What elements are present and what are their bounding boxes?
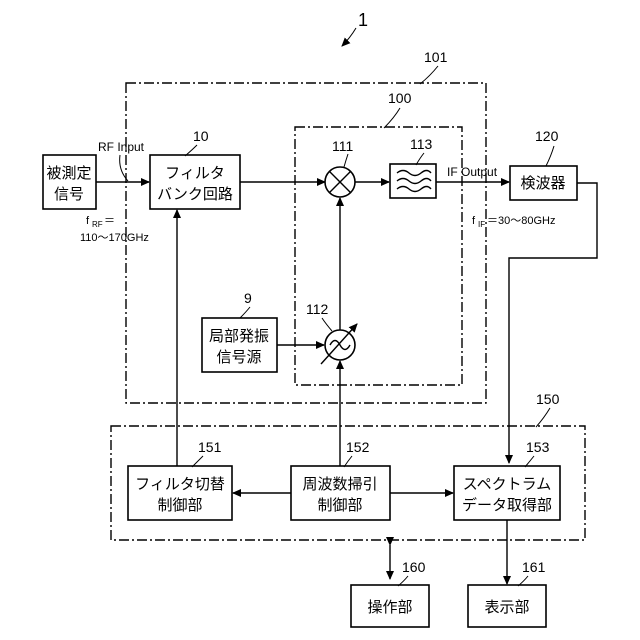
dut-label-line1: 被測定	[46, 164, 91, 182]
figure-ref-number: 1	[358, 10, 368, 30]
if-filter-113	[390, 164, 436, 198]
ref-101: 101	[424, 49, 448, 65]
ref-160: 160	[402, 559, 426, 575]
ref-152: 152	[346, 439, 370, 455]
detector-label: 検波器	[520, 174, 565, 192]
freq-sweep-label-line1: 周波数掃引	[302, 475, 377, 493]
ref-100: 100	[388, 90, 412, 106]
dut-label-line2: 信号	[54, 185, 84, 203]
leader-9	[240, 307, 250, 318]
local-osc-label-line1: 局部発振	[209, 327, 269, 345]
leader-100	[384, 108, 400, 128]
ref-120: 120	[535, 128, 559, 144]
ref-10: 10	[193, 128, 209, 144]
filter-switch-label-line1: フィルタ切替	[135, 475, 225, 493]
leader-111	[344, 154, 348, 167]
ref-111: 111	[332, 138, 353, 154]
spectrum-label-line2: データ取得部	[462, 496, 552, 514]
operation-label: 操作部	[367, 598, 412, 616]
group-100-boundary	[295, 127, 462, 385]
freq-sweep-label-line2: 制御部	[317, 496, 362, 514]
ref-9: 9	[244, 290, 252, 306]
rf-input-label: RF Input	[98, 140, 145, 154]
ref-151: 151	[198, 439, 222, 455]
leader-113	[416, 153, 424, 165]
filter-switch-label-line2: 制御部	[157, 496, 202, 514]
frf-range: 110～170GHz	[80, 232, 149, 244]
fif-value: ＝30～80GHz	[487, 215, 555, 227]
frf-prefix: f	[86, 215, 90, 227]
fif-prefix: f	[472, 215, 476, 227]
rf-input-leader	[120, 155, 128, 181]
spectrum-label-line1: スペクトラム	[463, 475, 552, 493]
leader-120	[546, 146, 554, 166]
filter-bank-label-line2: バンク回路	[157, 185, 233, 203]
ref-112: 112	[306, 301, 329, 317]
frf-equals: ＝	[104, 215, 115, 227]
leader-112	[322, 318, 332, 331]
if-output-label: IF Output	[447, 165, 498, 179]
group-101-boundary	[126, 83, 486, 403]
fif-subscript: IF	[478, 220, 485, 229]
frf-subscript: RF	[92, 220, 103, 229]
local-osc-label-line2: 信号源	[216, 348, 261, 366]
filter-bank-label-line1: フィルタ	[165, 164, 225, 182]
figure-ref-arrow	[342, 28, 356, 46]
ref-113: 113	[410, 136, 433, 152]
leader-150	[536, 408, 550, 427]
ref-153: 153	[526, 439, 550, 455]
ref-161: 161	[522, 559, 546, 575]
display-label: 表示部	[484, 598, 529, 616]
leader-101	[420, 66, 438, 84]
ref-150: 150	[536, 391, 560, 407]
